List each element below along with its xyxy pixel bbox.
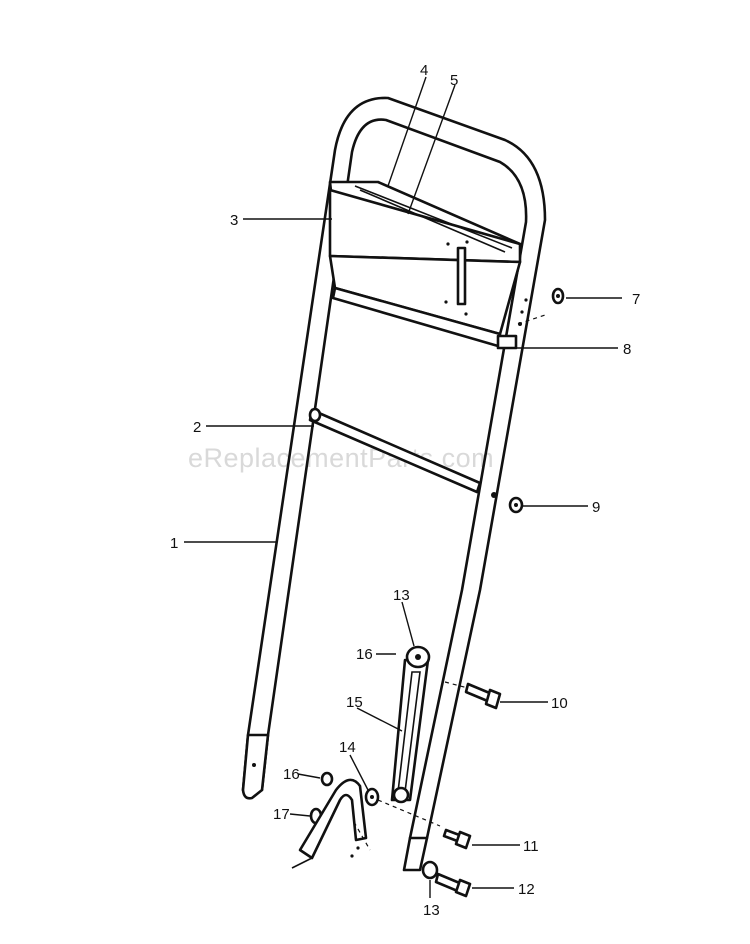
callout-15: 15 xyxy=(346,694,363,711)
nut-washer xyxy=(491,492,524,514)
callout-7: 7 xyxy=(632,291,640,308)
callout-12: 12 xyxy=(518,881,535,898)
callout-13-top: 13 xyxy=(393,587,410,604)
callout-16-bottom: 16 xyxy=(283,766,300,783)
callout-4: 4 xyxy=(420,62,428,79)
callout-11: 11 xyxy=(523,838,539,855)
callout-9: 9 xyxy=(592,499,600,516)
callout-1: 1 xyxy=(170,535,178,552)
washer-13-bottom xyxy=(421,860,439,880)
callout-2: 2 xyxy=(193,419,201,436)
callout-3: 3 xyxy=(230,212,238,229)
bolt-10 xyxy=(444,681,502,710)
callout-5: 5 xyxy=(450,72,458,89)
link-bar xyxy=(390,645,431,804)
callout-labels: 1 2 3 4 5 7 8 9 10 11 12 13 13 14 15 16 … xyxy=(170,62,640,919)
bolt-11 xyxy=(442,828,472,850)
callout-17: 17 xyxy=(273,806,290,823)
cross-bar xyxy=(308,407,482,494)
callout-13-bottom: 13 xyxy=(423,902,440,919)
callout-10: 10 xyxy=(551,695,568,712)
bolt-12 xyxy=(434,872,472,898)
leader-lines xyxy=(184,76,622,898)
callout-14: 14 xyxy=(339,739,356,756)
handle-frame xyxy=(241,96,547,872)
callout-16-top: 16 xyxy=(356,646,373,663)
callout-8: 8 xyxy=(623,341,631,358)
lower-hardware xyxy=(291,771,441,869)
control-panel xyxy=(328,180,522,348)
